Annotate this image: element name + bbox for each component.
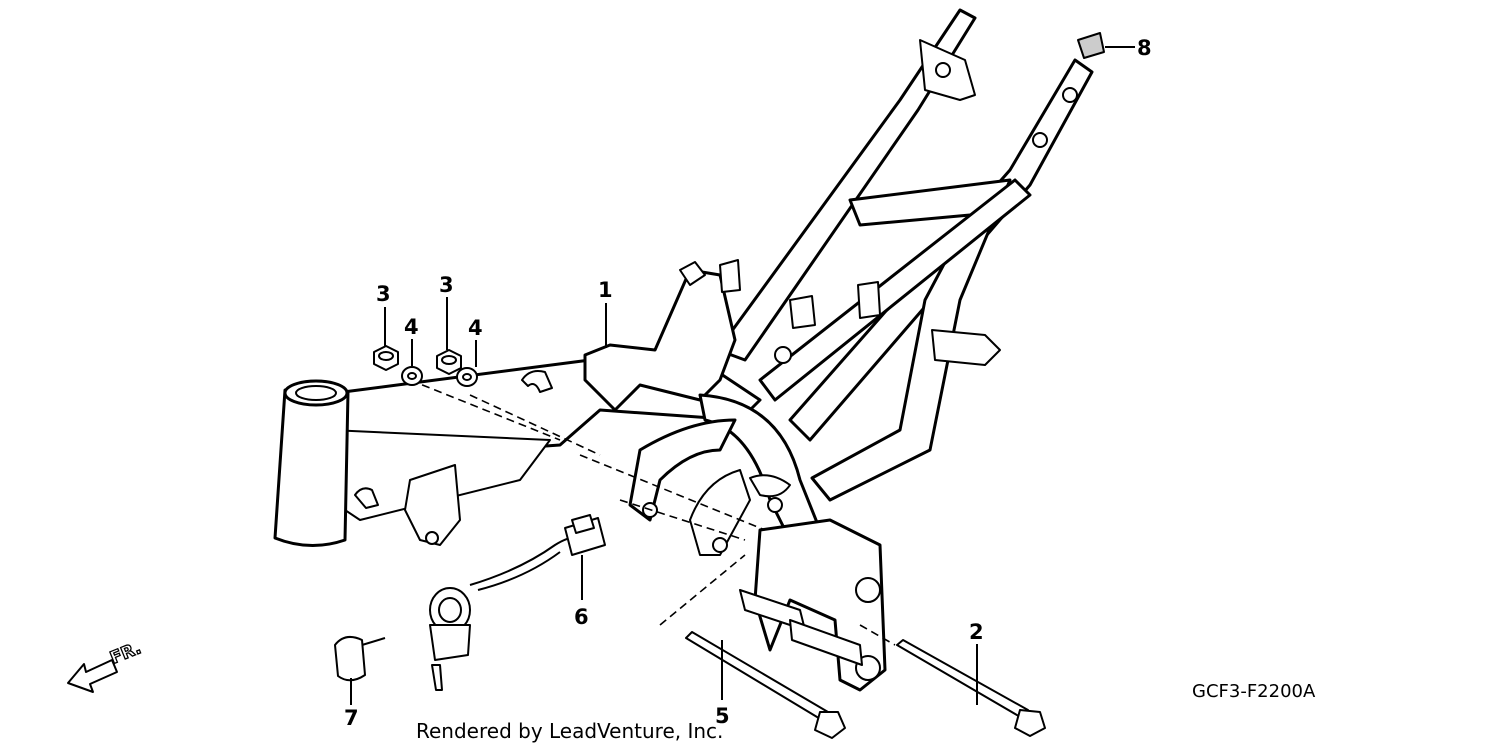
callout-3-right: 3 [439, 273, 454, 297]
front-arrow-icon: FR. [67, 638, 145, 693]
alignment-line [579, 454, 766, 531]
front-arrow-label: FR. [107, 638, 144, 668]
washer-right [456, 367, 478, 387]
cap [1077, 32, 1105, 59]
callout-8: 8 [1137, 36, 1152, 60]
alignment-line [859, 624, 896, 646]
alignment-line [409, 379, 561, 441]
callout-2: 2 [969, 620, 984, 644]
callout-1: 1 [598, 278, 613, 302]
ignition-switch [429, 514, 606, 691]
callout-6: 6 [574, 605, 589, 629]
alignment-line [619, 499, 746, 541]
washer-left [401, 366, 423, 386]
nut-right [436, 349, 462, 375]
key [334, 635, 386, 682]
callout-3-left: 3 [376, 282, 391, 306]
render-credit: Rendered by LeadVenture, Inc. [416, 719, 723, 743]
alignment-line [659, 554, 746, 626]
callout-4-left: 4 [404, 315, 419, 339]
callout-4-right: 4 [468, 316, 483, 340]
frame-body [273, 8, 1094, 692]
callout-5: 5 [715, 704, 730, 728]
bolt-right [896, 639, 1046, 737]
alignment-line [469, 394, 601, 456]
callout-7: 7 [344, 706, 359, 730]
diagram-code: GCF3-F2200A [1192, 681, 1316, 702]
nut-left [373, 345, 399, 371]
